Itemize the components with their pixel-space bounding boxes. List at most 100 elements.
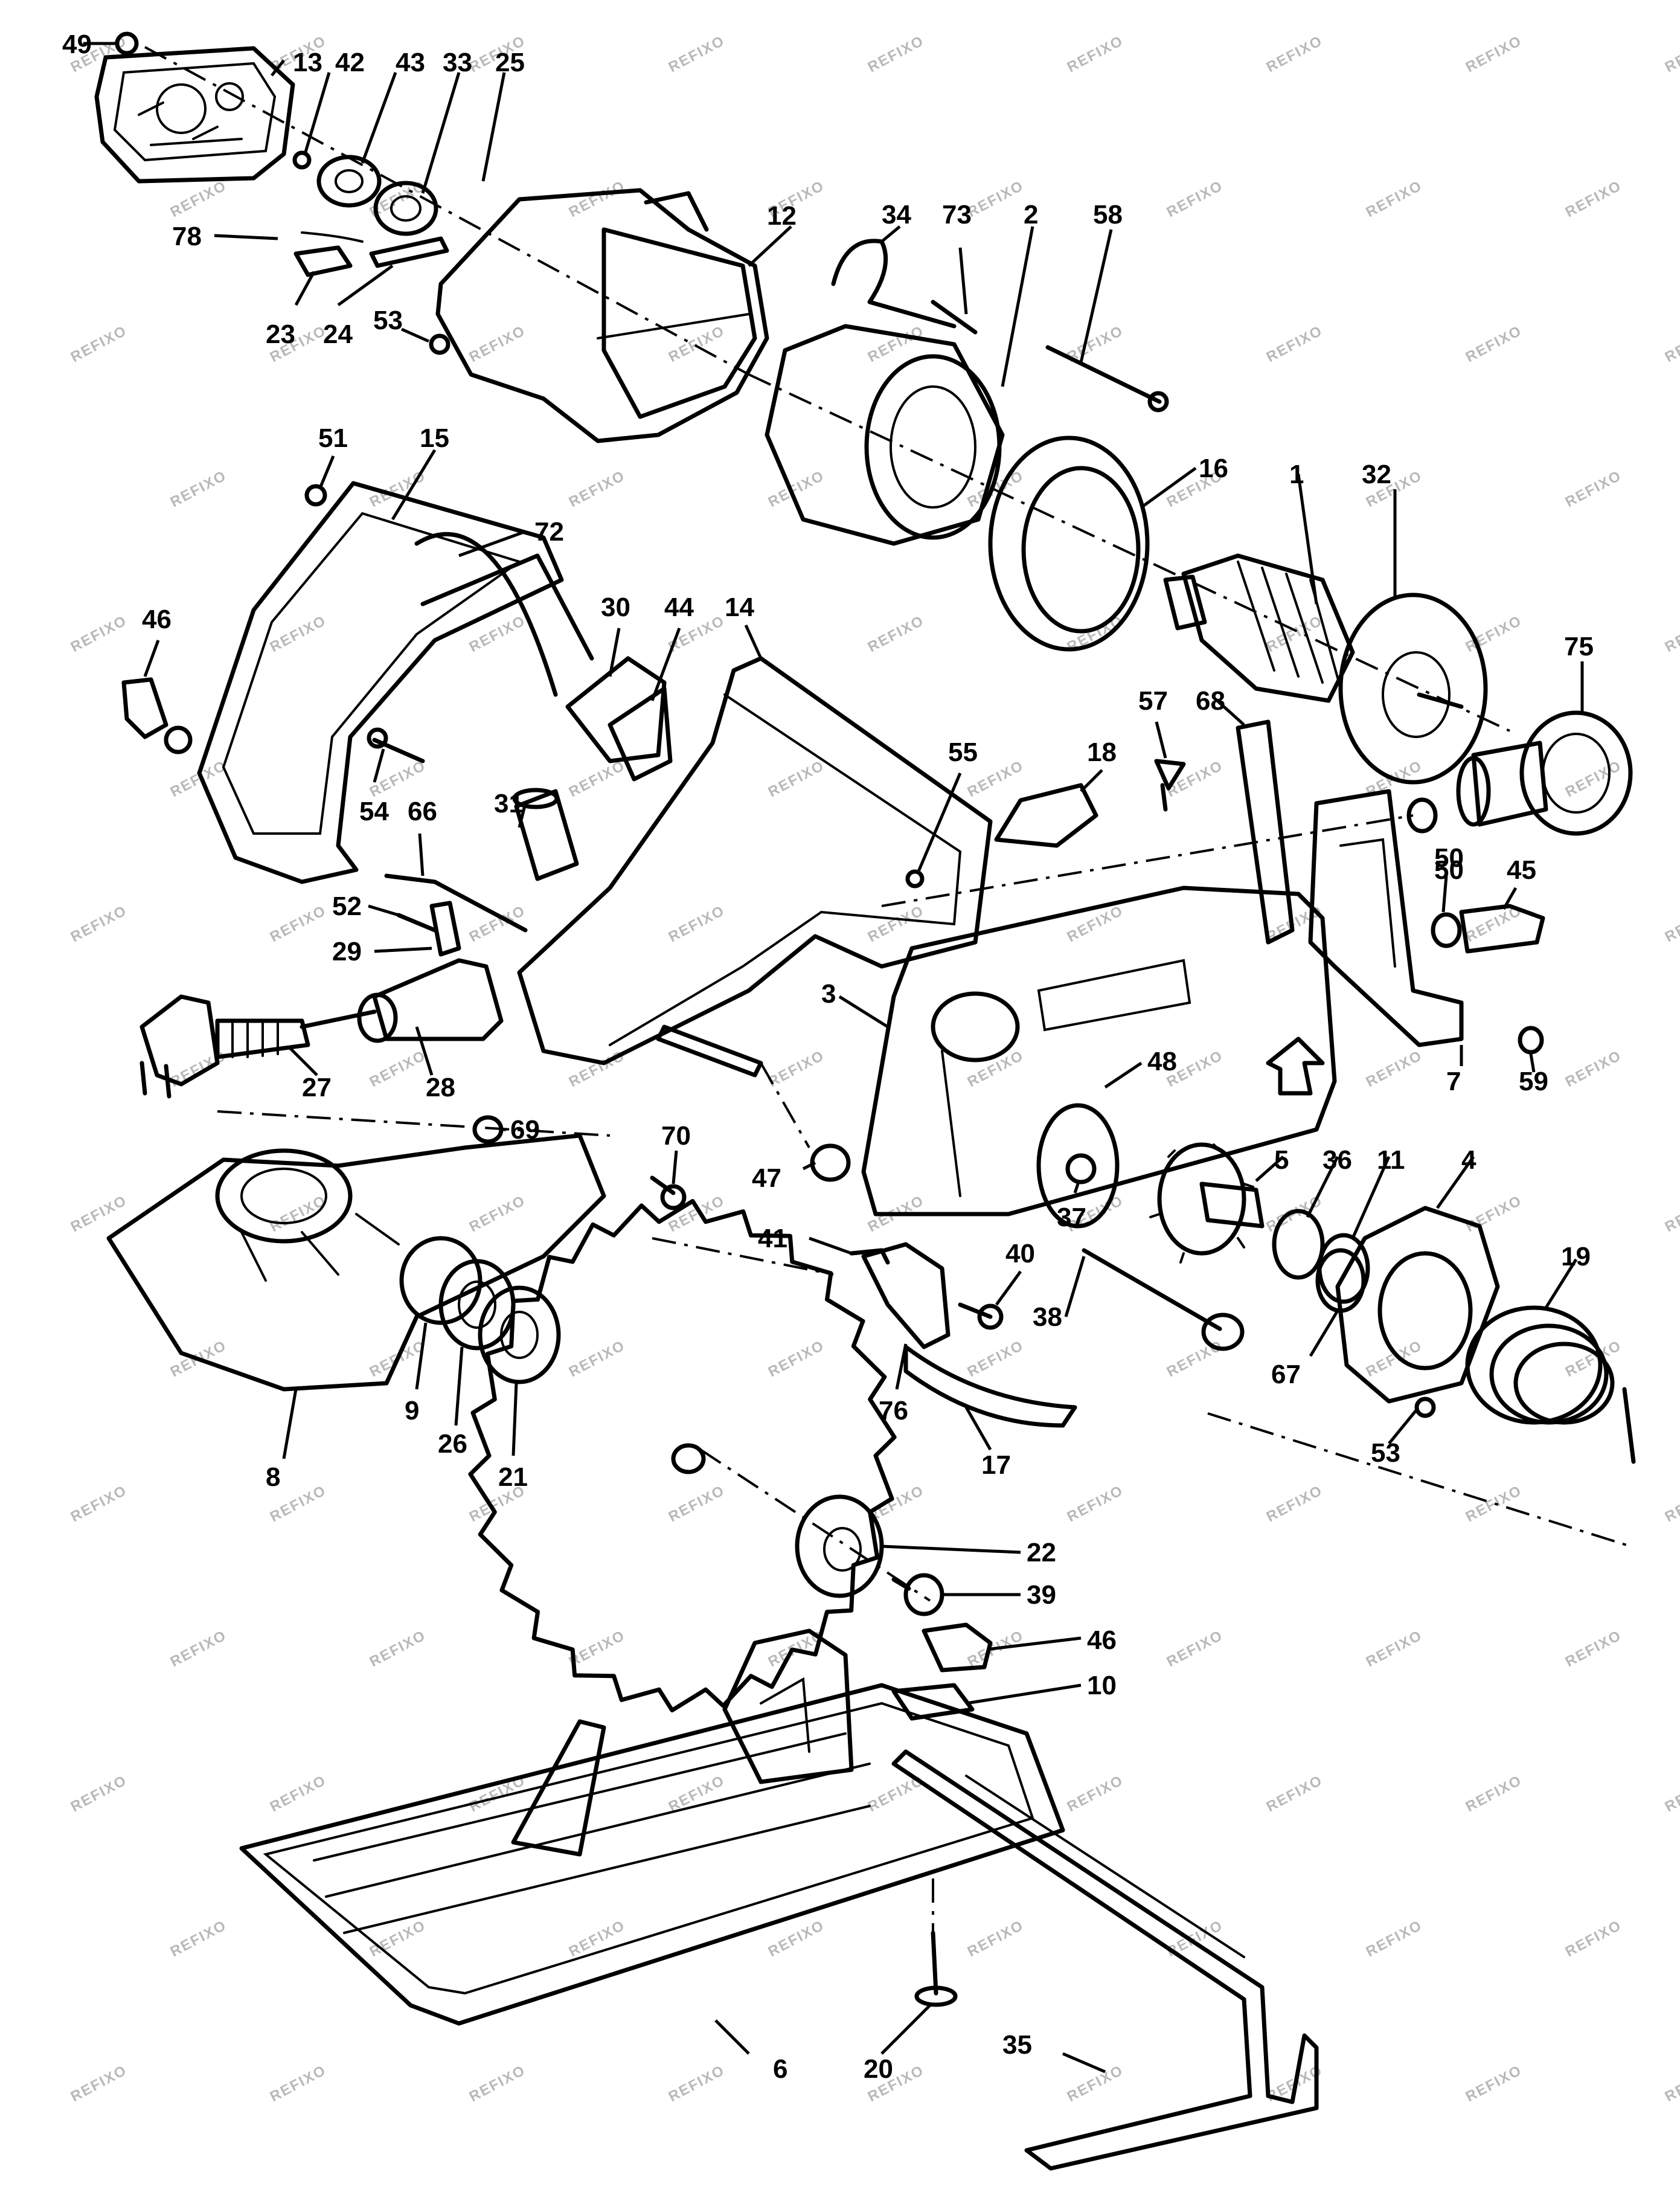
- callout-70: 70: [661, 1121, 691, 1151]
- watermark-text: REFIXO: [1463, 1772, 1525, 1815]
- callout-13: 13: [293, 48, 322, 77]
- part-40-bolt: [958, 1302, 1004, 1330]
- callout-5: 5: [1274, 1145, 1289, 1175]
- callout-labels: 49 13 42 43 33 25 78 23 24 53 12 34 73 2…: [62, 30, 1594, 2084]
- watermark-text: REFIXO: [1364, 178, 1425, 220]
- callout-42: 42: [335, 48, 365, 77]
- part-70-screw: [650, 1175, 687, 1210]
- callout-46-left: 46: [142, 605, 172, 634]
- assembly-axes: [144, 46, 1631, 1933]
- part-25-bearing: [373, 181, 438, 236]
- watermark-text: REFIXO: [566, 468, 628, 510]
- callout-41: 41: [758, 1224, 787, 1253]
- callout-31: 31: [494, 789, 524, 818]
- part-20-screw: [914, 1930, 958, 2007]
- watermark-text: REFIXO: [766, 1047, 827, 1090]
- watermark-text: REFIXO: [1563, 1627, 1624, 1670]
- callout-32: 32: [1362, 460, 1391, 489]
- callout-11: 11: [1377, 1145, 1405, 1175]
- callout-58: 58: [1093, 200, 1123, 230]
- part-17-spring-arm: [903, 1345, 1077, 1428]
- callout-27: 27: [302, 1073, 332, 1102]
- watermark-text: REFIXO: [1662, 323, 1680, 365]
- part-31-capacitor: [512, 788, 579, 881]
- callout-24: 24: [323, 320, 353, 349]
- watermark-text: REFIXO: [467, 1192, 528, 1235]
- part-66-rod: [384, 873, 528, 933]
- part-50-washer-a: [1406, 797, 1438, 834]
- watermark-text: REFIXO: [367, 1047, 429, 1090]
- part-saw-blade: [468, 1199, 897, 1712]
- part-45-knob-right: [1459, 904, 1545, 954]
- callout-72: 72: [534, 517, 564, 547]
- watermark-text: REFIXO: [1463, 2062, 1525, 2105]
- callout-20: 20: [864, 2054, 893, 2084]
- callout-26: 26: [438, 1429, 467, 1459]
- callout-19: 19: [1561, 1242, 1591, 1271]
- callout-38: 38: [1033, 1302, 1062, 1332]
- watermark-text: REFIXO: [68, 612, 130, 655]
- part-2-stator: [765, 324, 1005, 546]
- callout-73: 73: [942, 200, 972, 230]
- callout-14: 14: [725, 593, 754, 622]
- part-8-lower-guard: [106, 1133, 606, 1392]
- watermark-text: REFIXO: [1264, 612, 1326, 655]
- callout-78: 78: [172, 222, 202, 251]
- part-32-fan: [1338, 593, 1488, 785]
- watermark-text: REFIXO: [367, 1917, 429, 1960]
- watermark-text: REFIXO: [68, 902, 130, 945]
- part-73-pin: [931, 300, 978, 335]
- watermark-text: REFIXO: [168, 1627, 229, 1670]
- watermark-text: REFIXO: [1264, 1772, 1326, 1815]
- part-68-depth-arm: [1236, 719, 1295, 945]
- watermark-text: REFIXO: [1662, 902, 1680, 945]
- callout-76: 76: [879, 1396, 908, 1425]
- part-27-cord-guard: [139, 994, 310, 1099]
- part-29-clamp: [429, 901, 461, 957]
- callout-53-bottom: 53: [1371, 1438, 1400, 1468]
- callout-67: 67: [1271, 1360, 1301, 1389]
- watermark-text: REFIXO: [168, 178, 229, 220]
- part-47-washer: [810, 1143, 851, 1182]
- watermark-text: REFIXO: [68, 1772, 130, 1815]
- watermark-text: REFIXO: [1463, 33, 1525, 76]
- callout-44: 44: [664, 593, 694, 622]
- watermark-text: REFIXO: [1662, 1772, 1680, 1815]
- watermark-text: REFIXO: [1662, 1482, 1680, 1525]
- part-76-lever: [861, 1242, 951, 1349]
- callout-50-b: 50: [1434, 855, 1464, 885]
- part-19-spring: [1465, 1305, 1636, 1464]
- callout-40: 40: [1005, 1239, 1035, 1268]
- callout-10: 10: [1087, 1671, 1117, 1700]
- part-52-screw: [396, 913, 437, 933]
- part-54-screw: [367, 727, 425, 763]
- part-5-gear-shaft: [1149, 1142, 1265, 1264]
- watermark-text: REFIXO: [1065, 1482, 1126, 1525]
- callout-68: 68: [1196, 686, 1225, 716]
- callout-55: 55: [948, 738, 978, 767]
- part-21-flange-nut: [478, 1285, 561, 1384]
- callout-48: 48: [1147, 1047, 1177, 1076]
- watermark-text: REFIXO: [1164, 178, 1226, 220]
- callout-45: 45: [1507, 855, 1536, 885]
- part-43-bearing: [316, 155, 382, 208]
- watermark-text: REFIXO: [168, 757, 229, 800]
- part-55-screw-hole: [905, 869, 925, 889]
- watermark-text: REFIXO: [68, 2062, 130, 2105]
- watermark-text: REFIXO: [1264, 323, 1326, 365]
- watermark-text: REFIXO: [168, 1917, 229, 1960]
- watermark-text: REFIXO: [666, 1482, 728, 1525]
- callout-6: 6: [773, 2054, 787, 2084]
- watermark-text: REFIXO: [1065, 33, 1126, 76]
- callout-51: 51: [318, 423, 348, 453]
- part-13-end-cap: [94, 46, 295, 184]
- callout-7: 7: [1446, 1067, 1461, 1096]
- callout-66: 66: [408, 797, 437, 826]
- part-59-nut: [1518, 1026, 1544, 1055]
- watermark-text: REFIXO: [268, 1192, 329, 1235]
- watermark-text: REFIXO: [1563, 468, 1624, 510]
- part-38-bolt: [1082, 1248, 1245, 1351]
- part-4-gear-case: [1335, 1206, 1500, 1404]
- callout-50-a: 50: [1434, 843, 1464, 873]
